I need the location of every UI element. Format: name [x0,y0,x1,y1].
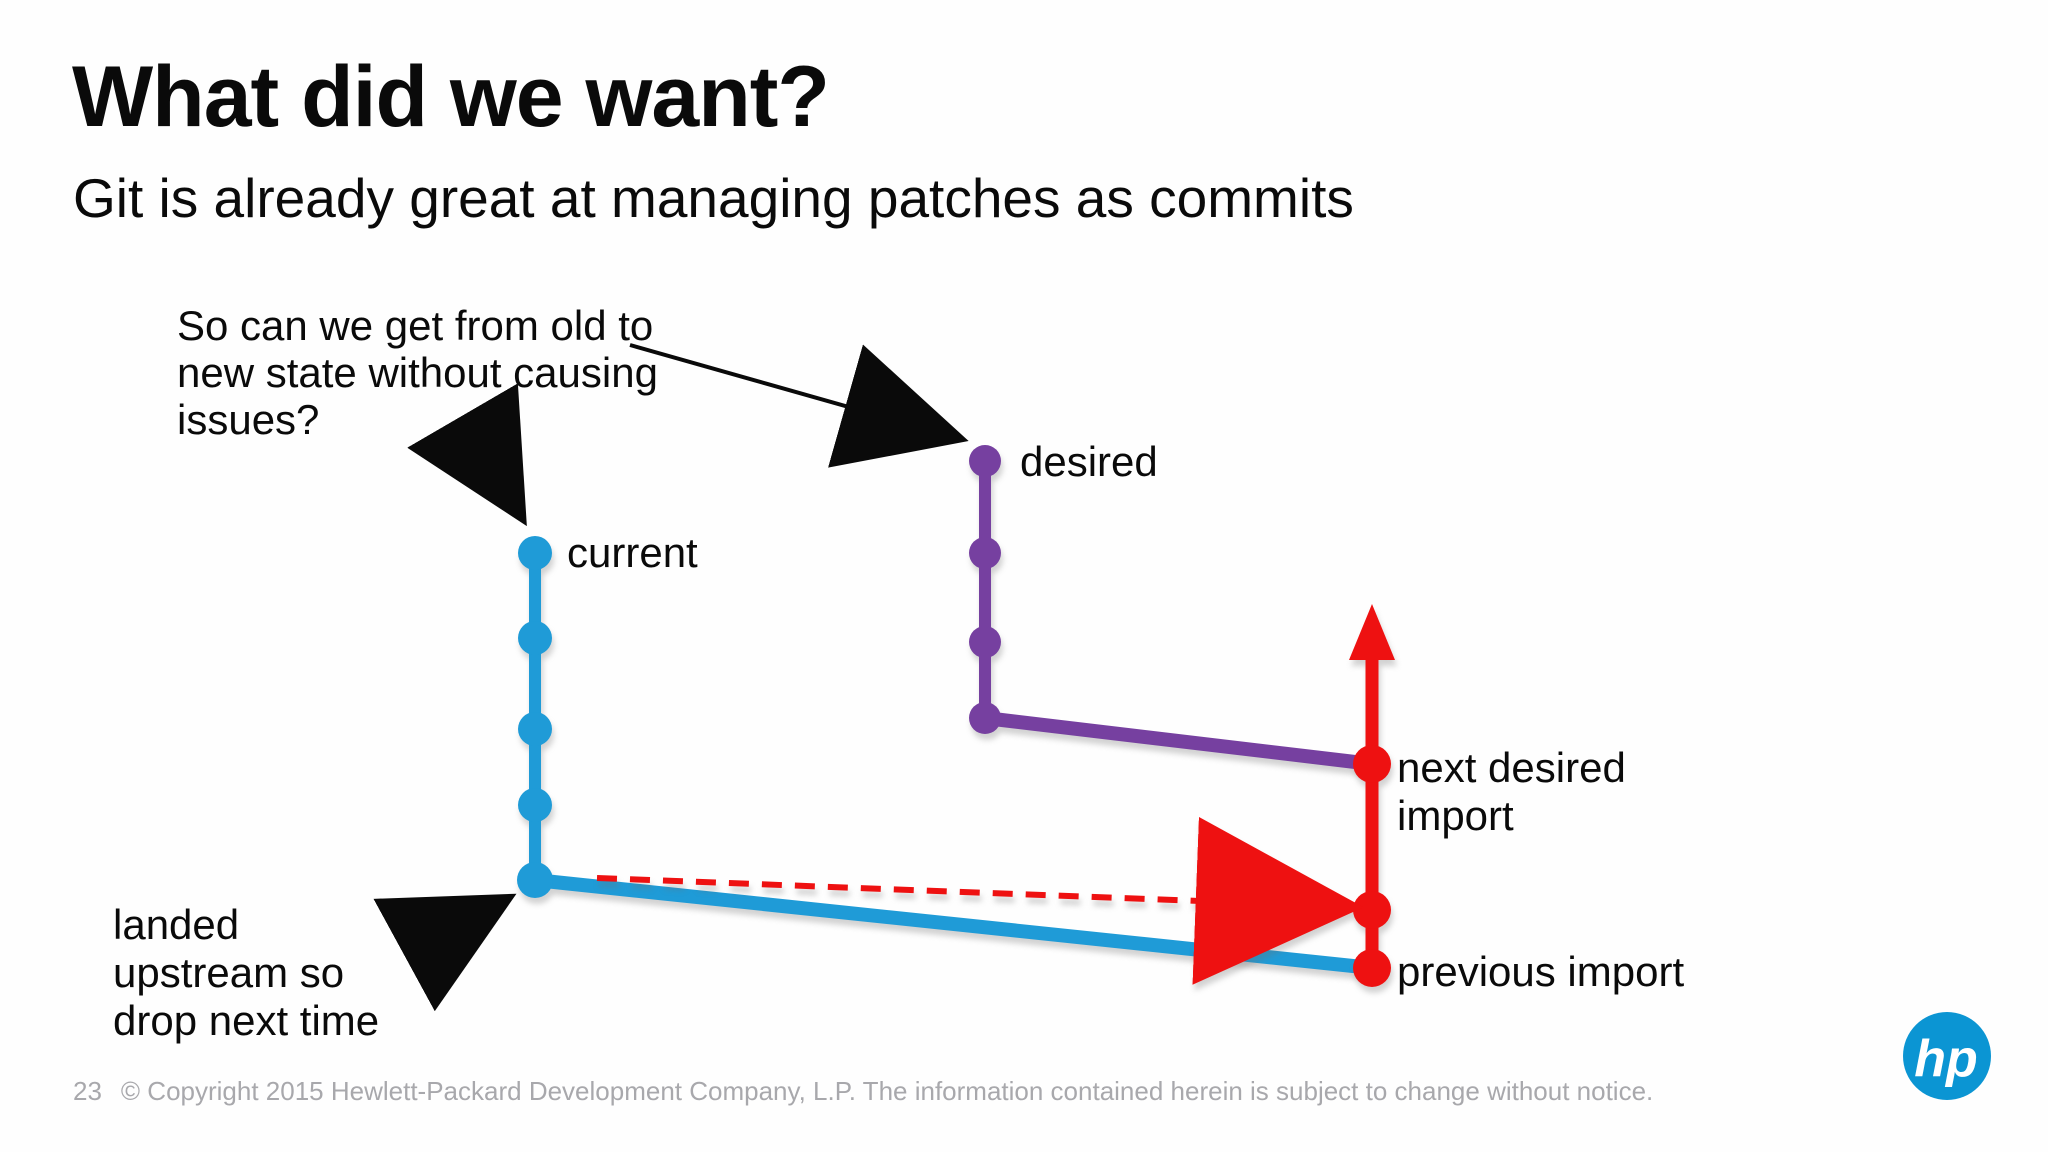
slide-footer: 23 © Copyright 2015 Hewlett-Packard Deve… [73,1076,1653,1107]
annotation-arrows [373,343,969,1012]
hp-logo-circle [1903,1012,1991,1100]
footer-page-number: 23 [73,1076,102,1106]
commit-dot [518,788,552,822]
commit-dot [969,537,1001,569]
branch-import [596,604,1395,987]
rebase-dashed-arrow [596,816,1364,985]
annotation-landed-upstream: landed upstream so drop next time [113,901,380,1044]
label-previous-import: previous import [1397,948,1685,995]
commit-dot [518,621,552,655]
commit-dot [518,536,552,570]
label-next-desired-import: next desired import [1397,744,1626,839]
commit-dot [1353,949,1391,987]
label-desired: desired [1020,438,1158,485]
label-current: current [567,529,698,576]
commit-dot [517,862,553,898]
footer-copyright: © Copyright 2015 Hewlett-Packard Develop… [120,1076,1654,1106]
commit-dot [969,702,1001,734]
hp-logo: hp [1903,1012,1991,1100]
arrow-to-current [407,383,527,527]
commit-dot [1353,745,1391,783]
commit-dot [1353,891,1391,929]
arrow-to-desired [629,343,969,468]
hp-logo-text: hp [1914,1030,1978,1088]
commit-dot [969,626,1001,658]
commit-dot [518,712,552,746]
page-subtitle: Git is already great at managing patches… [73,167,1354,229]
annotation-question: So can we get from old to new state with… [177,302,658,443]
branch-current-diagonal-to-previous-import [534,873,1373,975]
branch-import-up-arrowhead [1349,604,1395,660]
arrow-to-landed-commit [373,893,517,1012]
branch-desired-diagonal-to-next-import [984,711,1373,771]
commit-dot [969,445,1001,477]
page-title: What did we want? [72,49,830,145]
branch-desired [969,445,1373,771]
